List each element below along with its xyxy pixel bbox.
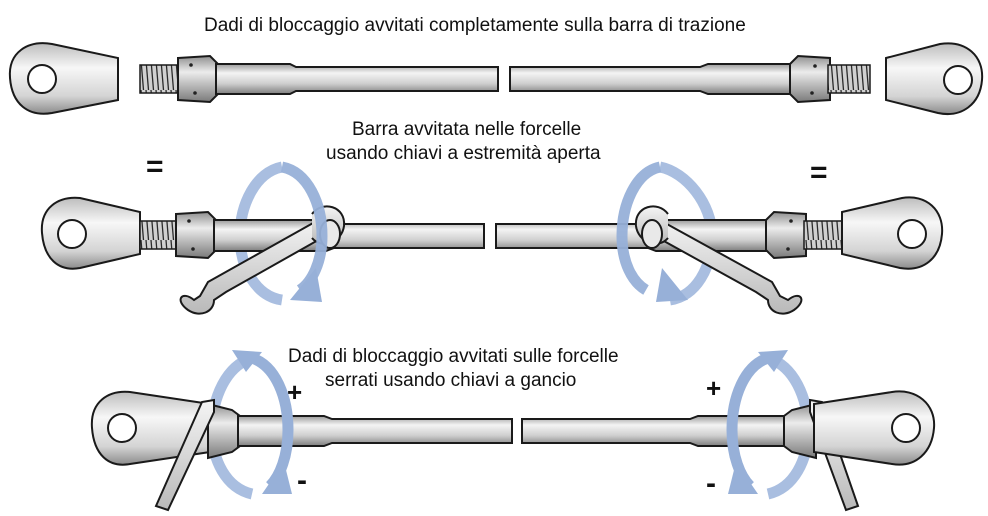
row-2-assembly [40, 161, 944, 315]
threaded-rod-icon [803, 220, 845, 250]
clevis-icon [813, 390, 936, 466]
row-1-disassembled [8, 42, 984, 115]
threaded-rod-icon [827, 64, 871, 94]
threaded-rod-icon [139, 64, 183, 94]
step1-caption: Dadi di bloccaggio avvitati completament… [204, 15, 746, 36]
equal-sign-left: = [146, 150, 164, 183]
lock-nut-icon [175, 210, 217, 260]
minus-sign-left: - [297, 464, 307, 497]
equal-sign-right: = [810, 156, 828, 189]
step3-caption-line2: serrati usando chiavi a gancio [325, 370, 577, 391]
lock-nut-icon [783, 402, 817, 460]
clevis-icon [8, 42, 119, 115]
open-end-wrench-icon [634, 205, 803, 315]
clevis-icon [40, 196, 141, 270]
hook-wrench-icon [154, 398, 215, 512]
clevis-icon [841, 196, 944, 270]
threaded-rod-icon [139, 220, 181, 250]
minus-sign-right: - [706, 467, 716, 500]
step2-caption-line2: usando chiavi a estremità aperta [326, 143, 601, 164]
step2-caption-line1: Barra avvitata nelle forcelle [352, 119, 582, 140]
lock-nut-icon [789, 54, 831, 104]
lock-nut-icon [177, 54, 219, 104]
row-3-locked [90, 350, 936, 512]
clevis-icon [885, 42, 984, 115]
plus-sign-left: + [287, 377, 303, 407]
lock-nut-icon [765, 210, 807, 260]
plus-sign-right: + [706, 373, 722, 403]
step3-caption-line1: Dadi di bloccaggio avvitati sulle forcel… [288, 346, 619, 367]
